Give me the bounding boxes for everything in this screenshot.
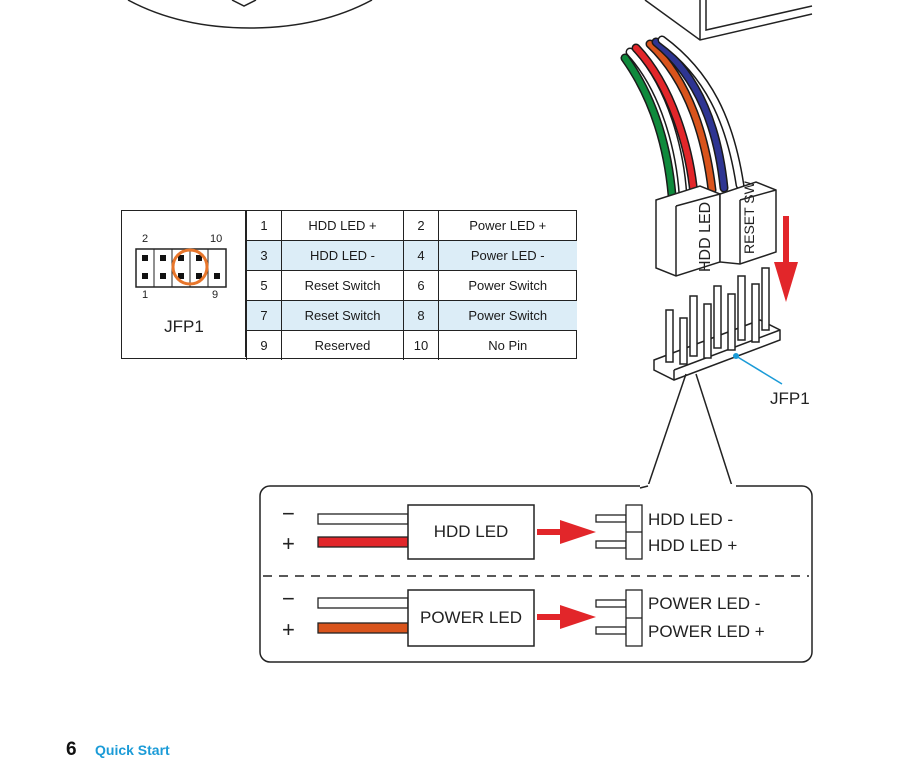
pin-function-cell: No Pin — [438, 330, 577, 360]
hdd-led-minus-label: HDD LED - — [648, 510, 734, 529]
pin-function-cell: Power LED - — [438, 240, 577, 271]
pin-number-cell: 4 — [403, 240, 439, 271]
pin-label-top-right: 10 — [210, 233, 223, 245]
zoom-circle-fragment — [127, 0, 373, 29]
pin-header-cell: 2 10 1 9 JFP1 — [122, 211, 246, 357]
hdd-pin-pair — [595, 504, 643, 560]
hdd-led-box — [407, 504, 535, 560]
pin-function-cell: HDD LED + — [281, 211, 404, 241]
hdd-plus-sign: + — [282, 531, 295, 556]
pin-table: 2 10 1 9 JFP1 — [121, 210, 577, 360]
pin-function-cell: Power Switch — [438, 300, 577, 331]
pin-number-cell: 5 — [246, 270, 282, 301]
pin-label-top-left: 2 — [142, 233, 149, 245]
pin-label-bottom-right: 9 — [212, 289, 219, 301]
case-fragment — [644, 0, 813, 41]
pin-number-cell: 6 — [403, 270, 439, 301]
hdd-minus-sign: − — [282, 501, 295, 526]
pin-function-cell: Reset Switch — [281, 270, 404, 301]
power-led-box — [407, 589, 535, 647]
pin-header-icon — [135, 248, 227, 288]
page-number: 6 — [66, 739, 77, 760]
hdd-led-box-label: HDD LED — [433, 522, 509, 541]
pin-number-cell: 7 — [246, 300, 282, 331]
highlight-circle — [171, 248, 209, 286]
pin-function-cell: Power Switch — [438, 270, 577, 301]
pin-function-cell: Reset Switch — [281, 300, 404, 331]
pin-number-cell: 9 — [246, 330, 282, 360]
pin-number-cell: 2 — [403, 211, 439, 241]
reset-sw-connector-label: RESET SW — [741, 180, 757, 254]
power-pin-pair — [595, 589, 643, 647]
jfp1-table-label: JFP1 — [164, 317, 204, 336]
callout-box — [259, 485, 813, 663]
power-led-minus-label: POWER LED - — [648, 594, 761, 613]
jfp1-header — [653, 267, 781, 381]
pin-function-cell: Power LED + — [438, 211, 577, 241]
power-led-plus-label: POWER LED + — [648, 622, 765, 641]
pin-function-cell: HDD LED - — [281, 240, 404, 271]
wire-bundle — [620, 35, 745, 200]
section-title: Quick Start — [95, 742, 170, 758]
power-minus-sign: − — [282, 586, 295, 611]
power-led-box-label: POWER LED — [419, 608, 523, 627]
pin-number-cell: 1 — [246, 211, 282, 241]
jfp1-pointer-line — [735, 355, 783, 385]
pin-number-cell: 3 — [246, 240, 282, 271]
jfp1-diagram-label: JFP1 — [770, 389, 810, 408]
pin-label-bottom-left: 1 — [142, 289, 149, 301]
power-arrow-icon — [537, 605, 596, 629]
hdd-led-connector-label: HDD LED — [697, 202, 714, 272]
power-plus-sign: + — [282, 617, 295, 642]
hdd-led-plus-label: HDD LED + — [648, 536, 738, 555]
pin-number-cell: 10 — [403, 330, 439, 360]
hdd-arrow-icon — [537, 520, 596, 544]
pin-function-cell: Reserved — [281, 330, 404, 360]
reset-sw-connector — [719, 181, 777, 265]
insert-arrow-icon — [774, 216, 798, 302]
pin-number-cell: 8 — [403, 300, 439, 331]
